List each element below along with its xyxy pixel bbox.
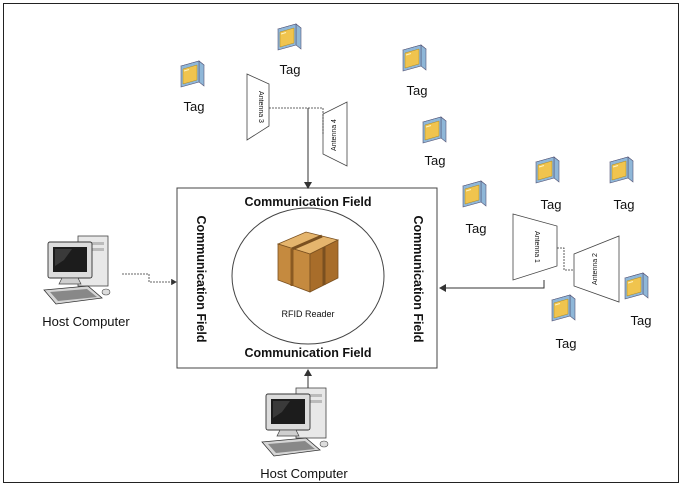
host-computer-left-label: Host Computer <box>42 314 130 329</box>
tag-icon <box>462 180 487 208</box>
tag-icon <box>422 116 447 144</box>
tag-icon <box>609 156 634 184</box>
antenna-3-label: Antenna 3 <box>257 91 264 123</box>
tag-icon <box>180 60 205 88</box>
tag-label: Tag <box>184 99 205 114</box>
antenna-2: Antenna 2 <box>573 235 620 303</box>
host-computer-bottom-label: Host Computer <box>260 466 348 481</box>
antenna-1-label: Antenna 1 <box>533 231 540 263</box>
tag-icon <box>402 44 427 72</box>
antenna-link-top <box>269 107 324 134</box>
antenna-link-right <box>557 247 574 271</box>
tag-icon <box>551 294 576 322</box>
tag-label: Tag <box>280 62 301 77</box>
tag-label: Tag <box>614 197 635 212</box>
comm-field-left: Communication Field <box>194 215 208 342</box>
tag-icon <box>624 272 649 300</box>
tag-label: Tag <box>631 313 652 328</box>
tag-icon <box>535 156 560 184</box>
rfid-reader-icon <box>276 231 340 293</box>
host-connector-left <box>122 273 177 286</box>
rfid-reader-label: RFID Reader <box>281 309 334 319</box>
comm-field-top: Communication Field <box>244 195 371 209</box>
host-computer-left-icon <box>43 235 111 305</box>
antenna-connector-right <box>439 280 545 292</box>
tag-label: Tag <box>541 197 562 212</box>
tag-icon <box>277 23 302 51</box>
tag-label: Tag <box>407 83 428 98</box>
antenna-4: Antenna 4 <box>322 101 348 167</box>
diagram-frame: Communication Field Communication Field … <box>3 3 679 483</box>
tag-label: Tag <box>425 153 446 168</box>
comm-field-bottom: Communication Field <box>244 346 371 360</box>
tag-label: Tag <box>466 221 487 236</box>
tag-label: Tag <box>556 336 577 351</box>
comm-field-right: Communication Field <box>411 215 425 342</box>
antenna-3: Antenna 3 <box>246 73 270 141</box>
antenna-1: Antenna 1 <box>512 213 558 281</box>
host-computer-bottom-icon <box>261 387 329 457</box>
antenna-4-label: Antenna 4 <box>331 119 338 151</box>
antenna-2-label: Antenna 2 <box>592 253 599 285</box>
rfid-diagram: Communication Field Communication Field … <box>42 23 652 481</box>
